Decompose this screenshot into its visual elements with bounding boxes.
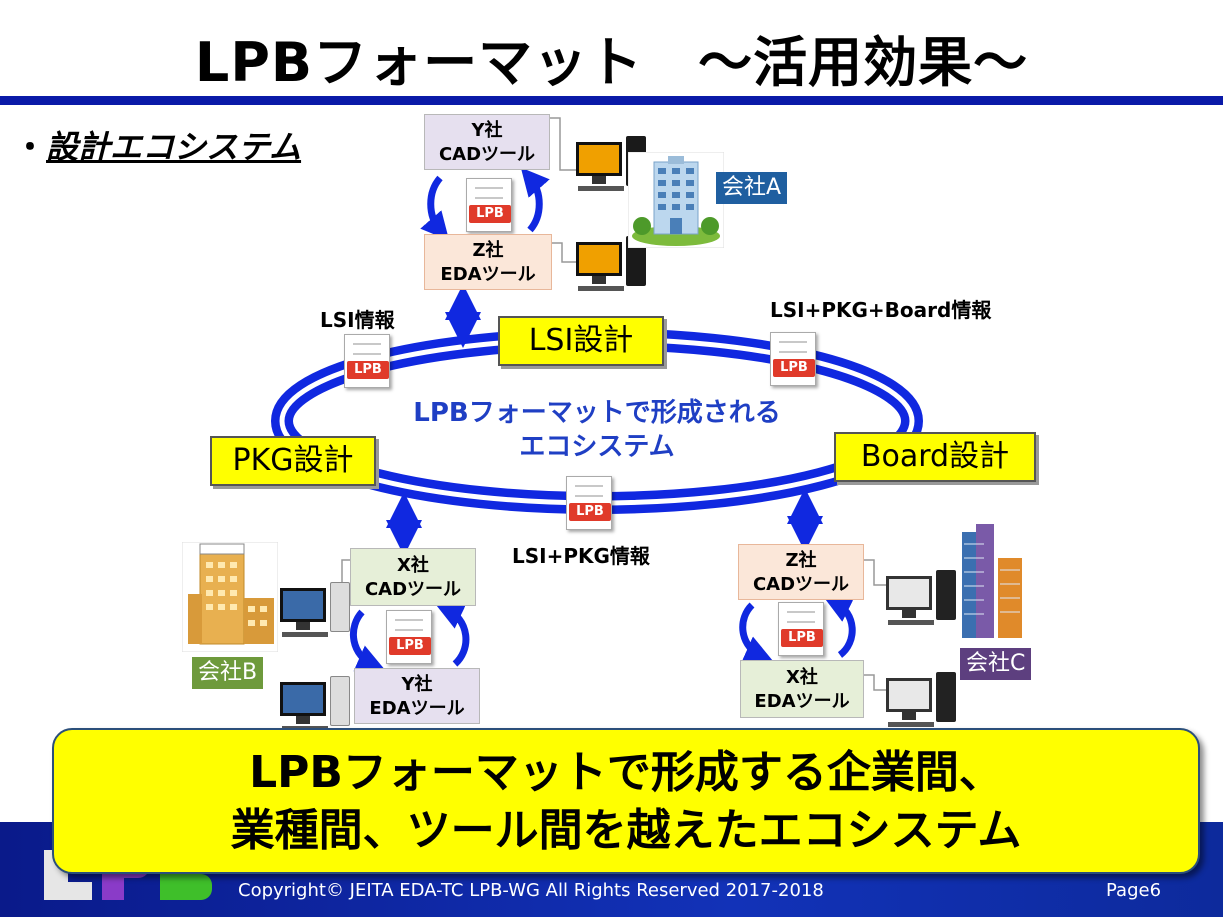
skyscraper-icon-company-c (962, 524, 1022, 638)
lsi-info-label: LSI情報 (320, 308, 395, 332)
title-divider (0, 96, 1223, 105)
company-b-label: 会社B (192, 657, 264, 689)
lpb-tag: LPB (569, 503, 611, 521)
tool-vendor: Y社 (471, 120, 503, 141)
pkg-design-box: PKG設計 (210, 436, 376, 486)
company-a-label: 会社A (716, 172, 788, 204)
tool-type: EDAツール (440, 264, 536, 285)
connector-a-top (550, 117, 576, 171)
connector-c-bottom (864, 674, 886, 691)
lpb-tag: LPB (781, 629, 823, 647)
cycle-arrow-right-c (823, 596, 856, 658)
lsi-design-box: LSI設計 (498, 316, 664, 366)
tool-vendor: Z社 (785, 550, 817, 571)
tool-box-company-b-bottom: Y社 EDAツール (354, 668, 480, 724)
tool-box-company-b-top: X社 CADツール (350, 548, 476, 606)
connector-a-bottom (552, 242, 576, 263)
page-number: Page6 (1106, 880, 1162, 901)
tool-vendor: X社 (786, 667, 818, 688)
tool-type: EDAツール (369, 698, 465, 719)
computer-icon (886, 672, 958, 728)
lpb-file-icon-company-c: LPB (778, 602, 824, 656)
tool-vendor: Y社 (401, 674, 433, 695)
section-heading-text: 設計エコシステム (46, 128, 302, 166)
connector-c-top (864, 559, 886, 586)
lpb-file-icon-company-b: LPB (386, 610, 432, 664)
lpb-file-icon-company-a: LPB (466, 178, 512, 232)
cycle-arrow-left-b (349, 609, 385, 672)
ecosystem-caption: LPBフォーマットで形成される エコシステム (392, 396, 802, 464)
lpb-file-icon-lsi-pkg-board: LPB (770, 332, 816, 386)
board-design-box: Board設計 (834, 432, 1036, 482)
section-heading: ・設計エコシステム (14, 122, 301, 168)
tool-type: CADツール (438, 144, 536, 165)
copyright-text: Copyright© JEITA EDA-TC LPB-WG All Right… (238, 880, 824, 901)
ecosystem-caption-line-2: エコシステム (519, 432, 675, 462)
tool-type: EDAツール (754, 691, 850, 712)
cycle-arrow-right-b (435, 603, 470, 667)
banner-line-2: 業種間、ツール間を越えたエコシステム (230, 805, 1022, 856)
lpb-file-icon-lsi-pkg: LPB (566, 476, 612, 530)
page-title: LPBフォーマット ～活用効果～ (194, 31, 1029, 94)
cycle-arrow-left-c (739, 602, 773, 663)
computer-icon (280, 676, 352, 732)
tool-type: CADツール (364, 579, 462, 600)
cycle-arrow-right-a (520, 167, 550, 233)
tool-box-company-c-top: Z社 CADツール (738, 544, 864, 600)
banner-line-1: LPBフォーマットで形成する企業間、 (249, 747, 1003, 798)
office-building-icon-company-a (628, 152, 724, 248)
computer-icon (886, 570, 958, 626)
office-building-icon-company-b (182, 542, 278, 652)
tool-vendor: X社 (397, 555, 429, 576)
company-c-label: 会社C (960, 648, 1032, 680)
tool-box-company-a-top: Y社 CADツール (424, 114, 550, 170)
tool-box-company-c-bottom: X社 EDAツール (740, 660, 864, 718)
lsi-pkg-board-info-label: LSI+PKG+Board情報 (770, 298, 992, 322)
lpb-tag: LPB (347, 361, 389, 379)
lpb-tag: LPB (773, 359, 815, 377)
lpb-file-icon-lsi: LPB (344, 334, 390, 388)
computer-icon (576, 236, 648, 292)
ecosystem-caption-line-1: LPBフォーマットで形成される (413, 398, 781, 428)
tool-box-company-a-bottom: Z社 EDAツール (424, 234, 552, 290)
tool-type: CADツール (752, 574, 850, 595)
lpb-tag: LPB (469, 205, 511, 223)
bullet: ・ (14, 128, 47, 166)
cycle-arrow-left-a (420, 175, 450, 241)
lpb-tag: LPB (389, 637, 431, 655)
tool-vendor: Z社 (472, 240, 504, 261)
conclusion-banner: LPBフォーマットで形成する企業間、 業種間、ツール間を越えたエコシステム (52, 728, 1200, 874)
computer-icon (280, 582, 352, 638)
lsi-pkg-info-label: LSI+PKG情報 (512, 544, 650, 568)
